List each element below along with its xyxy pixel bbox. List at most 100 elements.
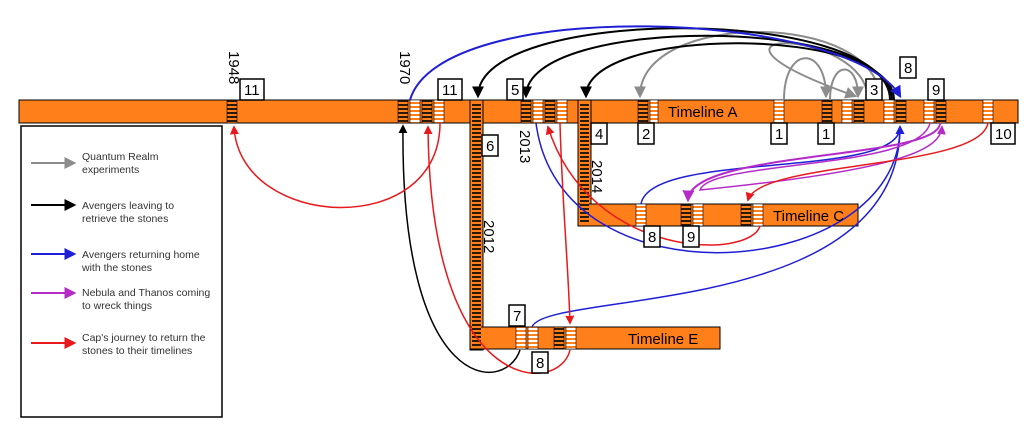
legend-item-leaving: Avengers leaving to retrieve the stones (31, 199, 174, 225)
arrow-cap-e (559, 122, 575, 325)
numbox-4-text: 4 (595, 126, 603, 143)
numbox-11-left-text: 11 (244, 82, 260, 99)
marker-10 (982, 99, 994, 124)
timeline-e-label: Timeline E (628, 331, 698, 348)
numbox-3-text: 3 (870, 82, 878, 99)
marker-c-x2 (752, 203, 764, 227)
arrow-leave-1970 (398, 124, 521, 374)
numbox-e-7-text: 7 (513, 308, 521, 325)
numbox-4: 4 (590, 122, 608, 145)
legend-item-quantum: Quantum Realm experiments (31, 151, 159, 176)
numbox-c-9-text: 9 (687, 229, 695, 246)
marker-c-9b (692, 203, 704, 227)
legend-item-nebula: Nebula and Thanos coming to wreck things (31, 287, 210, 312)
timeline-c-bar (577, 203, 859, 227)
arrow-return-e (531, 125, 905, 328)
timeline-c-label: Timeline C (773, 208, 844, 225)
marker-e-8b (565, 326, 577, 350)
numbox-6-text: 6 (486, 138, 494, 155)
numbox-8-top: 8 (899, 56, 917, 79)
legend: Quantum Realm experiments Avengers leavi… (20, 125, 223, 418)
numbox-e-8-text: 8 (536, 355, 544, 372)
timeline-a-bar (18, 99, 1019, 124)
numbox-10-text: 10 (995, 126, 1012, 143)
branch-2012-hatch (472, 104, 481, 347)
arrow-return-c (640, 125, 905, 205)
marker-2b (649, 99, 659, 124)
numbox-5-text: 5 (511, 82, 519, 99)
marker-1-b (821, 99, 833, 124)
marker-2013-c (544, 99, 556, 124)
legend-box (20, 125, 223, 418)
year-2014: 2014 (588, 160, 605, 193)
arrow-nebula-2 (698, 122, 946, 191)
legend-cap-line1: Cap's journey to return the (82, 332, 206, 344)
year-1970: 1970 (396, 51, 413, 84)
marker-2 (637, 99, 649, 124)
marker-3-a (841, 99, 853, 124)
marker-c-9a (680, 203, 692, 227)
marker-1-a (773, 99, 785, 124)
marker-2013-b (532, 99, 544, 124)
numbox-c-8: 8 (643, 225, 661, 248)
numbox-c-8-text: 8 (648, 229, 656, 246)
marker-8-b (895, 99, 907, 124)
numbox-8-top-text: 8 (904, 60, 912, 77)
arrow-quantum-1 (634, 31, 881, 101)
numbox-e-8: 8 (531, 351, 549, 374)
legend-returning-line2: with the stones (81, 262, 152, 274)
marker-1948 (226, 99, 238, 124)
marker-9-b (935, 99, 947, 124)
legend-item-returning: Avengers returning home with the stones (31, 248, 200, 274)
numbox-9-top: 9 (927, 78, 945, 101)
timeline-a-label: Timeline A (668, 104, 737, 121)
year-2012: 2012 (480, 220, 497, 253)
arrow-cap-c (745, 122, 989, 202)
numbox-11-left: 11 (239, 78, 265, 101)
marker-e-7b (527, 326, 539, 350)
arrow-leave-2012 (472, 27, 891, 101)
legend-cap-line2: stones to their timelines (82, 345, 192, 357)
numbox-2: 2 (637, 122, 655, 145)
arrow-quantum-2 (768, 42, 869, 101)
arrow-cap-1948 (229, 122, 441, 209)
marker-8-a (883, 99, 895, 124)
marker-c-x1 (740, 203, 752, 227)
branch-2014-hatch (580, 104, 589, 222)
numbox-1-a: 1 (770, 122, 788, 145)
numbox-e-7: 7 (508, 304, 526, 327)
numbox-11-right-text: 11 (442, 82, 458, 99)
arrow-cap-1970 (423, 125, 571, 374)
legend-nebula-line2: to wreck things (82, 300, 152, 312)
legend-returning-line1: Avengers returning home (82, 249, 200, 261)
numbox-5: 5 (506, 78, 524, 101)
marker-9-a (923, 99, 935, 124)
legend-quantum-line1: Quantum Realm (82, 151, 159, 163)
numbox-1-a-text: 1 (775, 126, 783, 143)
legend-item-cap: Cap's journey to return the stones to th… (31, 332, 206, 357)
numbox-6: 6 (481, 134, 499, 157)
arrow-nebula-1 (682, 122, 941, 203)
marker-c-8 (635, 203, 647, 227)
numbox-c-9: 9 (682, 225, 700, 248)
marker-1970-a (397, 99, 409, 124)
marker-1970-b (409, 99, 421, 124)
marker-1970-c (421, 99, 433, 124)
marker-2013-a (520, 99, 532, 124)
numbox-11-right: 11 (437, 78, 463, 101)
legend-nebula-line1: Nebula and Thanos coming (82, 287, 210, 299)
marker-e-7a (515, 326, 527, 350)
year-2013: 2013 (516, 130, 533, 163)
marker-3-b (853, 99, 865, 124)
arrow-cap-2014 (545, 125, 761, 246)
numbox-3: 3 (865, 78, 883, 101)
arrow-quantum-4 (829, 68, 864, 101)
legend-quantum-line2: experiments (82, 164, 139, 176)
year-1948: 1948 (225, 51, 242, 84)
marker-1970-d (433, 99, 445, 124)
numbox-9-top-text: 9 (932, 82, 940, 99)
marker-2013-d (556, 99, 568, 124)
legend-leaving-line1: Avengers leaving to (82, 200, 174, 212)
arrow-quantum-3 (783, 57, 832, 101)
